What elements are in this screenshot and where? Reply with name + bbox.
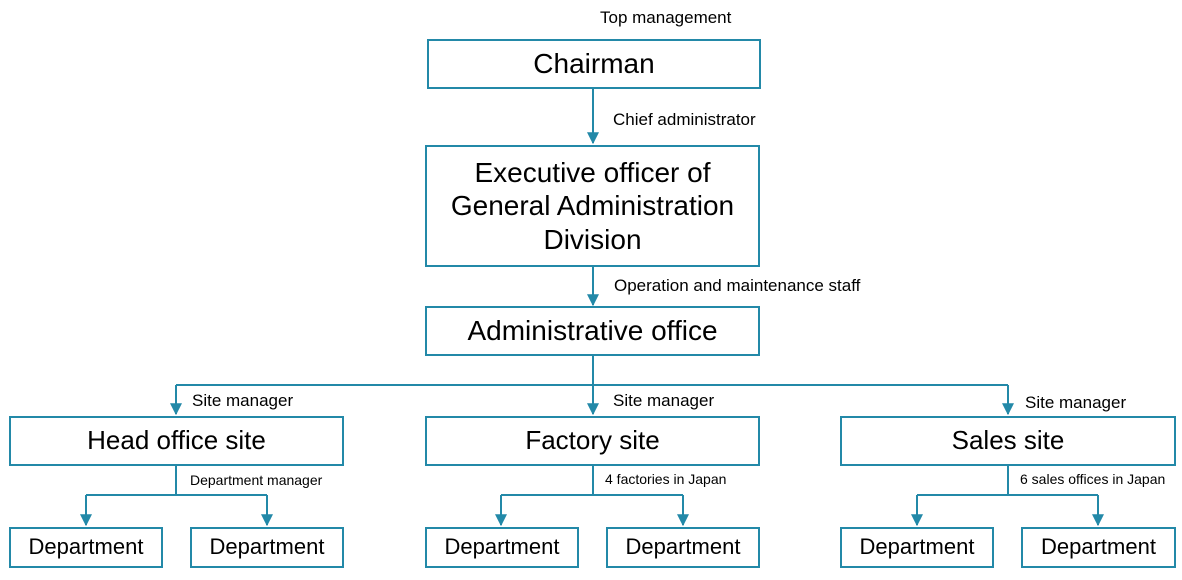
executive-line-3: Division [543,223,642,255]
executive-line-2: General Administration [450,190,735,222]
department-box-sales-1: Department [840,527,994,568]
factory-site-label: Factory site [525,425,660,456]
administrative-office-box: Administrative office [425,306,760,356]
department-label: Department [209,534,325,560]
department-box-sales-2: Department [1021,527,1176,568]
site-manager-label-head: Site manager [192,391,294,410]
site-manager-label-factory: Site manager [613,391,715,410]
department-manager-label: Department manager [190,472,323,488]
department-label: Department [625,534,741,560]
department-box-factory-2: Department [606,527,760,568]
department-label: Department [859,534,975,560]
executive-line-1: Executive officer of [474,156,711,188]
head-office-site-box: Head office site [9,416,344,466]
department-box-head-2: Department [190,527,344,568]
sales-note-label: 6 sales offices in Japan [1020,471,1166,487]
department-label: Department [444,534,560,560]
factory-site-box: Factory site [425,416,760,466]
executive-officer-box: Executive officer of General Administrat… [425,145,760,267]
chairman-box: Chairman [427,39,761,89]
chairman-label: Chairman [533,48,655,80]
sales-site-label: Sales site [951,425,1065,456]
administrative-office-label: Administrative office [467,315,718,347]
head-office-site-label: Head office site [87,425,266,456]
factories-note-label: 4 factories in Japan [605,471,727,487]
chief-administrator-label: Chief administrator [613,110,756,129]
department-box-factory-1: Department [425,527,579,568]
department-box-head-1: Department [9,527,163,568]
ops-staff-label: Operation and maintenance staff [614,276,861,295]
department-label: Department [1041,534,1156,560]
top-management-label: Top management [600,8,732,27]
sales-site-box: Sales site [840,416,1176,466]
site-manager-label-sales: Site manager [1025,393,1127,412]
department-label: Department [28,534,144,560]
